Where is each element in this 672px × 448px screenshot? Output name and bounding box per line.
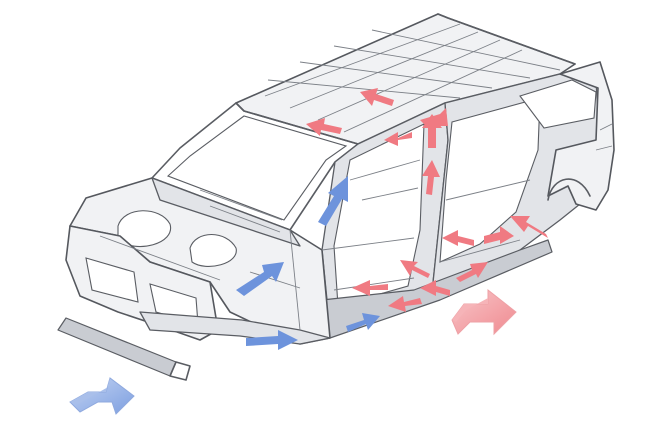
side-load-path-arrows xyxy=(306,88,548,312)
side-load-arrow-roof-2 xyxy=(306,118,342,136)
side-load-arrow-door-beam xyxy=(442,230,474,246)
side-load-arrow-sill-1 xyxy=(352,280,388,296)
side-load-arrow-roof-left xyxy=(384,132,412,146)
front-load-path-arrows xyxy=(236,176,380,350)
side-load-arrow-roof-rail xyxy=(420,108,448,126)
rear-quarter-window xyxy=(519,79,597,129)
side-load-arrow-rear-beam xyxy=(484,226,514,244)
windshield-opening xyxy=(166,115,348,221)
rear-quarter-panel xyxy=(547,61,615,211)
strut-tower-right xyxy=(189,234,237,267)
car-body-in-white xyxy=(57,13,615,381)
front-load-arrow-3 xyxy=(246,330,298,350)
side-load-arrow-roof-1 xyxy=(360,88,394,106)
rear-wheel-arch xyxy=(547,178,591,201)
body-detail-lines xyxy=(99,159,531,331)
side-load-arrow-floor-1 xyxy=(400,260,430,278)
front-load-arrow-1 xyxy=(236,262,284,296)
side-load-arrow-rear-door xyxy=(510,216,548,238)
roof-bows xyxy=(264,23,561,133)
side-load-arrow-sill-2 xyxy=(388,296,422,312)
front-load-arrow-4 xyxy=(346,313,380,332)
side-load-arrow-b-pillar-up xyxy=(422,160,440,195)
side-impact-arrow xyxy=(451,288,517,336)
side-load-arrow-sill-3 xyxy=(456,262,488,282)
windshield-frame xyxy=(151,102,359,231)
front-load-arrow-2 xyxy=(318,176,348,226)
front-impact-arrow xyxy=(69,377,135,415)
side-load-arrow-floor-2 xyxy=(420,280,450,296)
